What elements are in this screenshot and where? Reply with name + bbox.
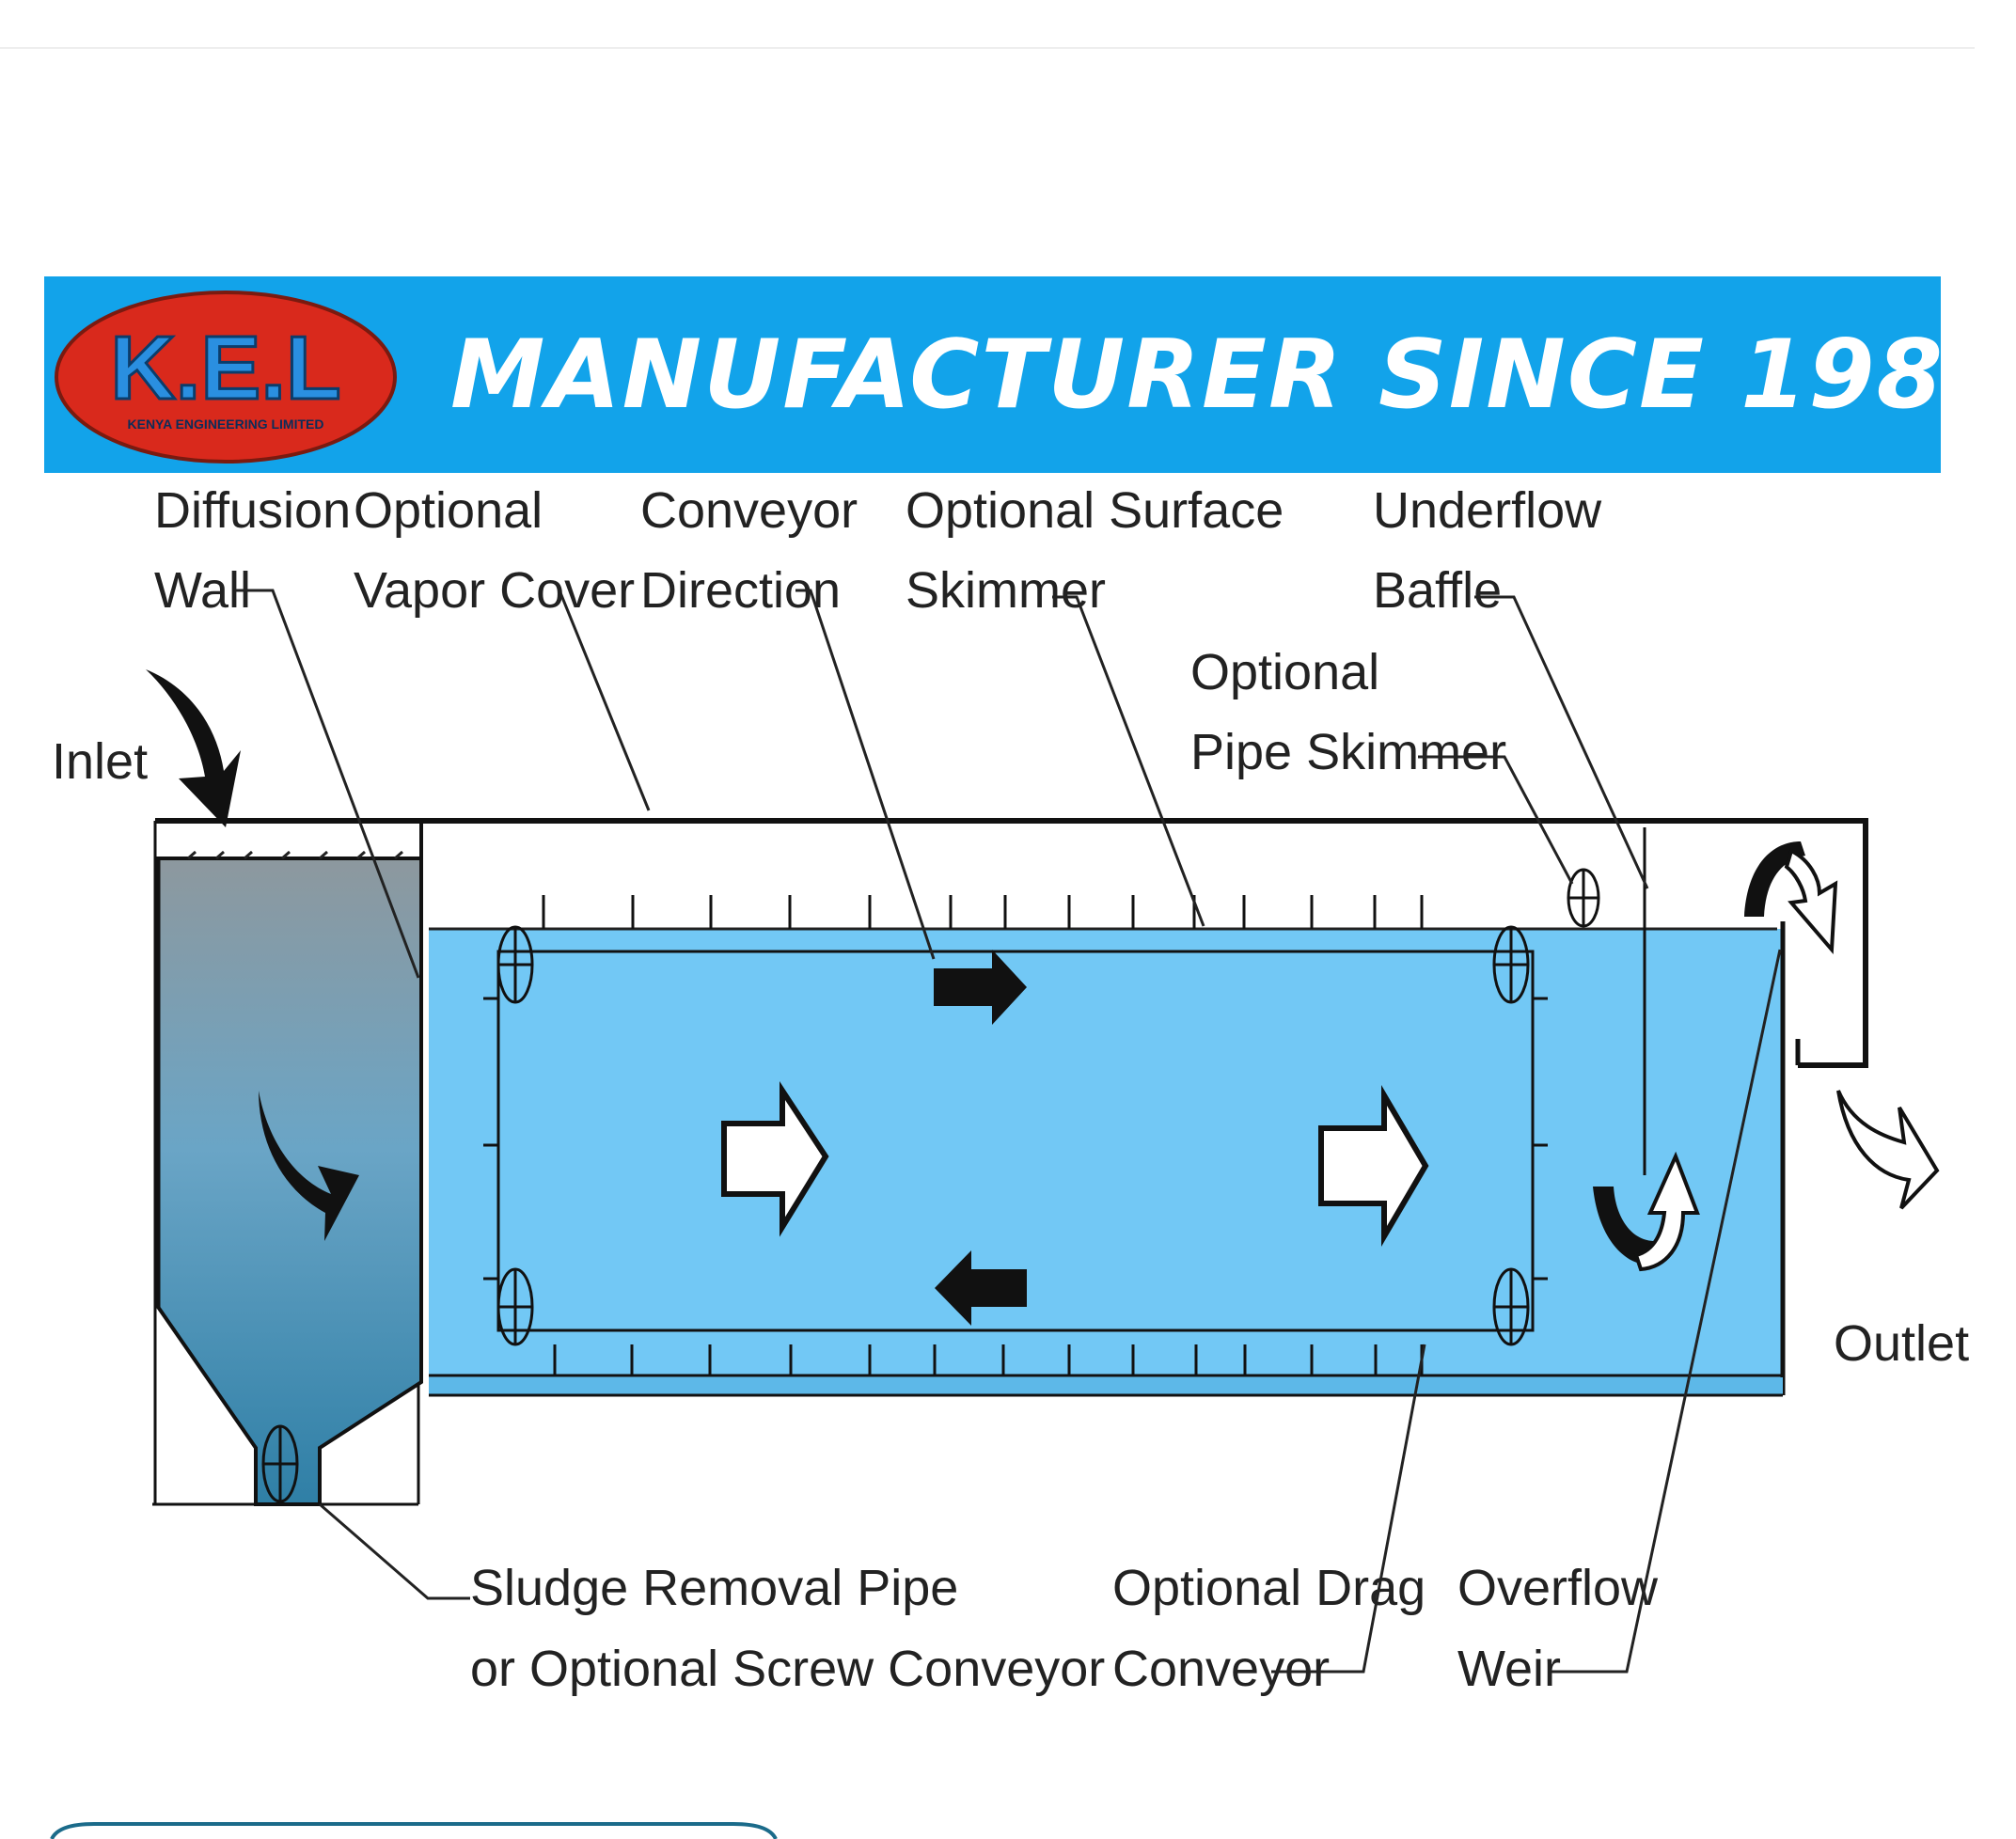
leader-sludge-pipe: [319, 1502, 470, 1600]
label-conveyor-direction-1: Conveyor: [640, 482, 858, 539]
flow-arrow-left: [721, 1080, 829, 1237]
label-vapor-cover-2: Vapor Cover: [354, 562, 635, 619]
bottom-flights: [553, 1344, 1424, 1375]
label-drag-conveyor-2: Conveyor: [1112, 1641, 1330, 1697]
label-underflow-baffle-1: Underflow: [1373, 482, 1602, 539]
sludge-pipe-icon: [261, 1424, 299, 1503]
tagline: MANUFACTURER SINCE 1983: [450, 319, 2013, 430]
leader-surface-skimmer: [1052, 595, 1205, 927]
leader-lines: [232, 589, 1782, 1674]
pipe-skimmer-icon: [1567, 868, 1600, 928]
label-pipe-skimmer-1: Optional: [1190, 644, 1379, 700]
label-drag-conveyor-1: Optional Drag: [1112, 1560, 1425, 1616]
label-underflow-baffle-2: Baffle: [1373, 562, 1502, 619]
conveyor-bottom-arrow: [935, 1250, 1027, 1326]
leader-vapor-cover: [558, 589, 651, 811]
weir-overflow-arrow: [1744, 841, 1838, 955]
outlet-arrow: [1836, 1090, 1940, 1210]
underflow-arrows: [1593, 1151, 1700, 1272]
hopper-surface: [187, 850, 403, 860]
sprocket-wheels: [261, 868, 1600, 1503]
leader-conveyor-direction: [795, 589, 936, 960]
label-vapor-cover-1: Optional: [354, 482, 543, 539]
conveyor-top-arrow: [934, 950, 1027, 1025]
leader-diffusion-wall: [232, 589, 420, 979]
sprocket-top-left: [496, 925, 534, 1004]
logo-text: K.E.L: [110, 318, 340, 418]
label-pipe-skimmer-2: Pipe Skimmer: [1190, 724, 1506, 780]
top-divider: [0, 47, 1975, 49]
header-banner: K.E.L KENYA ENGINEERING LIMITED MANUFACT…: [44, 276, 2013, 473]
leader-underflow-baffle: [1474, 595, 1649, 889]
label-overflow-weir-2: Weir: [1457, 1641, 1561, 1697]
hopper-flow-arrow: [259, 1091, 359, 1241]
tank-outline: [152, 818, 1868, 1506]
logo-subtext: KENYA ENGINEERING LIMITED: [128, 417, 324, 432]
main-basin: [429, 921, 1786, 1397]
leader-pipe-skimmer: [1418, 755, 1574, 885]
sprocket-bottom-left: [496, 1267, 534, 1346]
kel-logo: K.E.L KENYA ENGINEERING LIMITED: [55, 291, 397, 464]
leader-overflow-weir: [1551, 949, 1782, 1674]
label-outlet: Outlet: [1834, 1315, 1969, 1372]
label-diffusion-wall-2: Wall: [154, 562, 251, 619]
surface-flights: [542, 895, 1424, 929]
flow-arrow-right: [1318, 1084, 1429, 1248]
diagram-labels: Inlet Outlet Diffusion Wall Optional Vap…: [52, 482, 1969, 1697]
sprocket-top-right: [1492, 925, 1530, 1004]
label-inlet: Inlet: [52, 733, 148, 790]
label-conveyor-direction-2: Direction: [640, 562, 841, 619]
label-diffusion-wall-1: Diffusion: [154, 482, 351, 539]
sprocket-bottom-right: [1492, 1267, 1530, 1346]
overflow-weir: [1780, 921, 1801, 1065]
drag-conveyor-loop: [483, 950, 1548, 1332]
label-surface-skimmer-2: Skimmer: [906, 562, 1106, 619]
label-overflow-weir-1: Overflow: [1457, 1560, 1659, 1616]
inlet-arrow: [146, 669, 241, 827]
leader-drag-conveyor: [1271, 1344, 1426, 1674]
label-sludge-pipe-2: or Optional Screw Conveyor: [470, 1641, 1105, 1697]
label-surface-skimmer-1: Optional Surface: [906, 482, 1284, 539]
label-sludge-pipe-1: Sludge Removal Pipe: [470, 1560, 958, 1616]
bottom-tab-outline: [50, 1822, 778, 1839]
